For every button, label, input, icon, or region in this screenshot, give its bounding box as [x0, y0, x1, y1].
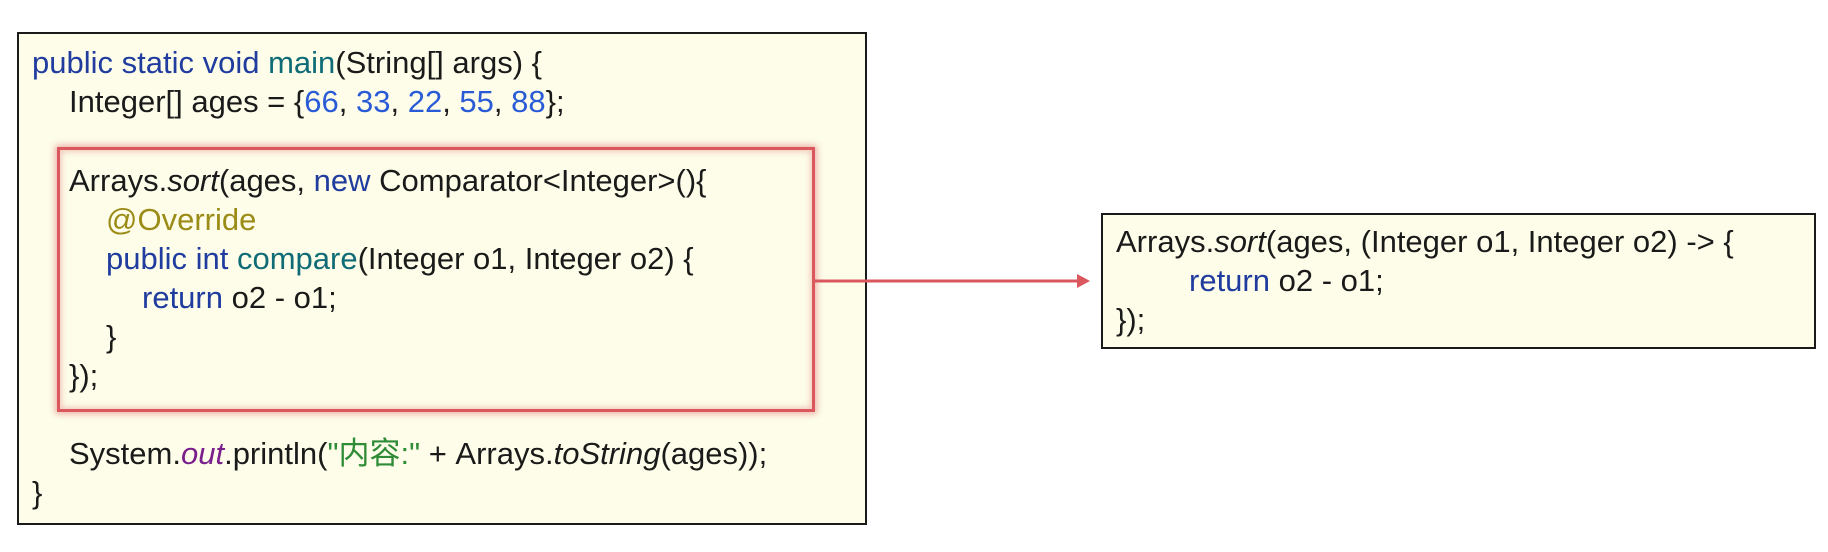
code-line-override: @Override [106, 202, 256, 238]
code-text: Integer[] ages = { [69, 84, 305, 119]
number-literal: 33 [355, 84, 391, 119]
code-text: , [442, 84, 460, 119]
code-text: o2 - o1; [1269, 263, 1384, 298]
string-literal: "内容:" [327, 436, 421, 471]
code-text: .println( [224, 436, 328, 471]
code-text: System. [69, 436, 181, 471]
static-field: out [180, 436, 225, 471]
keyword: return [1189, 263, 1270, 298]
code-text: (ages, [218, 163, 314, 198]
number-literal: 22 [407, 84, 443, 119]
lambda-line-return: return o2 - o1; [1189, 263, 1384, 299]
code-line-close-main: } [32, 475, 43, 510]
code-line-compare-signature: public int compare(Integer o1, Integer o… [106, 241, 694, 277]
code-text: Arrays. [69, 163, 168, 198]
original-code-box [17, 32, 867, 525]
anonymous-class-highlight [57, 147, 815, 412]
code-text: (ages, (Integer o1, Integer o2) -> { [1265, 224, 1734, 259]
code-text: (Integer o1, Integer o2) { [357, 241, 694, 276]
code-line-return: return o2 - o1; [142, 280, 337, 316]
number-literal: 66 [304, 84, 339, 119]
keyword: new [313, 163, 371, 198]
code-text: (ages)); [660, 436, 768, 471]
keyword: public int [106, 241, 237, 276]
static-method-name: sort [1214, 224, 1266, 259]
lambda-line-sort: Arrays.sort(ages, (Integer o1, Integer o… [1116, 224, 1734, 260]
code-text: Comparator<Integer>(){ [370, 163, 707, 198]
number-literal: 55 [459, 84, 494, 119]
keyword: public static void [32, 45, 269, 80]
code-line-arrays-sort: Arrays.sort(ages, new Comparator<Integer… [69, 163, 707, 199]
code-line-close-sort: }); [69, 358, 99, 393]
arrow-head [1077, 274, 1090, 288]
code-text: o2 - o1; [222, 280, 337, 315]
code-line-array-init: Integer[] ages = {66, 33, 22, 55, 88}; [69, 84, 565, 120]
method-name: compare [236, 241, 358, 276]
code-text: + Arrays. [420, 436, 554, 471]
number-literal: 88 [511, 84, 546, 119]
lambda-code-box [1101, 213, 1816, 349]
static-method-name: sort [167, 163, 219, 198]
code-line-println: System.out.println("内容:" + Arrays.toStri… [69, 436, 767, 472]
code-line-close-method: } [106, 319, 117, 354]
code-text: }; [545, 84, 565, 119]
code-text: (String[] args) { [335, 45, 543, 80]
annotation: @Override [106, 202, 257, 237]
code-text: , [390, 84, 408, 119]
keyword: return [142, 280, 223, 315]
code-text: , [338, 84, 356, 119]
lambda-line-close: }); [1116, 302, 1146, 337]
method-name: main [268, 45, 336, 80]
static-method-name: toString [553, 436, 661, 471]
code-text: , [493, 84, 512, 119]
code-text: Arrays. [1116, 224, 1215, 259]
code-line-main-signature: public static void main(String[] args) { [32, 45, 542, 81]
